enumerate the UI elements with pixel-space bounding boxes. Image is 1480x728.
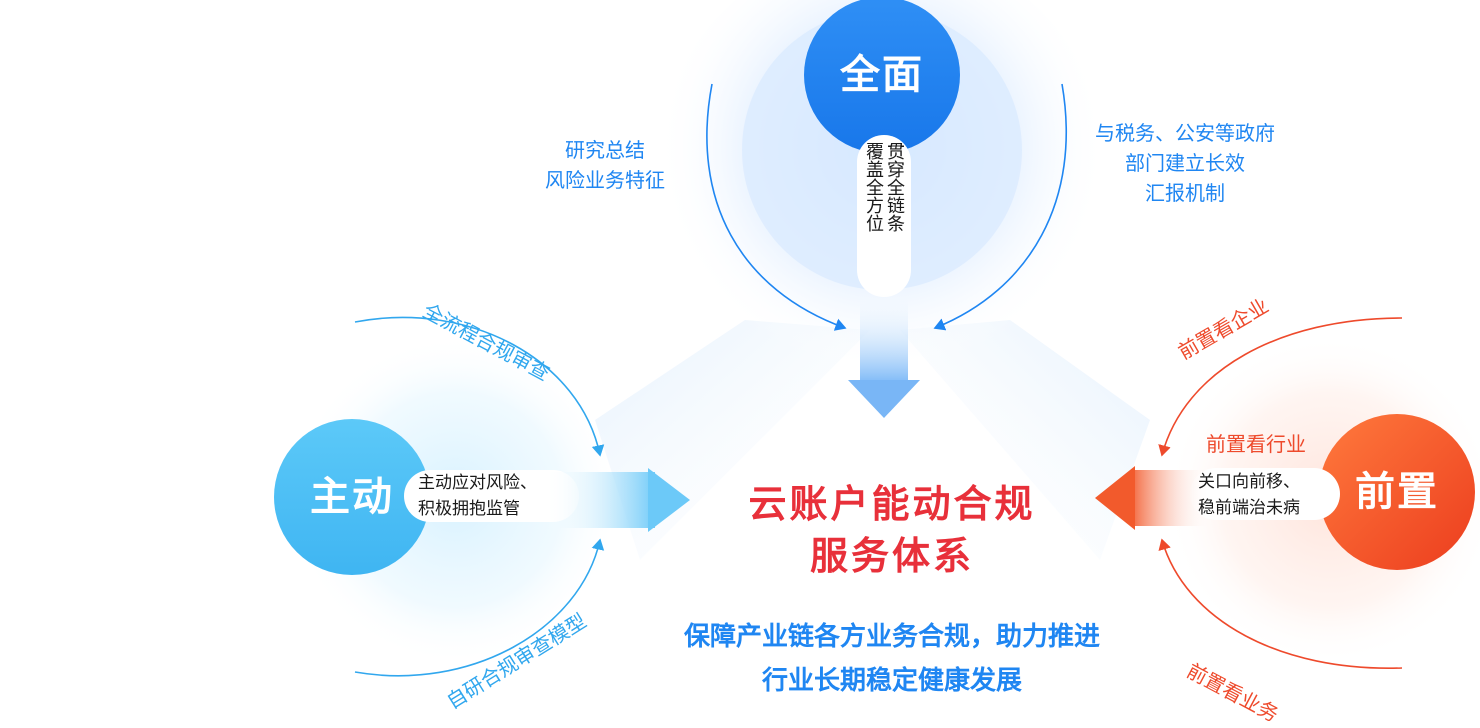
left-node-title: 主动 [310, 474, 394, 520]
left-pill-line2: 积极拥抱监管 [418, 499, 520, 519]
center-subtitle: 保障产业链各方业务合规，助力推进 行业长期稳定健康发展 [640, 615, 1144, 703]
right-circle [1319, 414, 1475, 570]
top-right-arc [933, 83, 1067, 331]
right-pill-line1: 关口向前移、 [1198, 472, 1300, 492]
top-left-note: 研究总结 风险业务特征 [515, 135, 695, 195]
top-right-note-line3: 汇报机制 [1145, 181, 1225, 205]
left-bottom-arc [354, 538, 605, 677]
left-top-arc [354, 316, 605, 457]
top-left-arc [706, 83, 847, 331]
top-beam [860, 290, 908, 382]
left-pill-line1: 主动应对风险、 [418, 473, 537, 493]
center-title-line1: 云账户能动合规 [748, 482, 1036, 526]
top-pill-text: 贯穿全链条 覆盖全方位 [862, 142, 906, 292]
center-title: 云账户能动合规 服务体系 [692, 478, 1092, 582]
top-left-note-line1: 研究总结 [565, 138, 645, 162]
right-arrowhead [1095, 466, 1135, 530]
top-left-note-line2: 风险业务特征 [545, 168, 665, 192]
center-subtitle-line2: 行业长期稳定健康发展 [761, 666, 1022, 696]
right-pill-line2: 稳前端治未病 [1198, 498, 1300, 518]
right-bottom-arc [1158, 538, 1403, 669]
right-beam [1130, 470, 1210, 526]
right-pill [1190, 468, 1340, 520]
top-node-title: 全面 [840, 52, 924, 98]
top-right-note: 与税务、公安等政府 部门建立长效 汇报机制 [1070, 118, 1300, 208]
top-circle [804, 0, 960, 153]
left-arrowhead [648, 468, 690, 532]
right-side-label: 前置看行业 [1206, 432, 1306, 456]
left-beam [545, 472, 655, 528]
top-pill [857, 135, 911, 297]
right-top-arc [1158, 317, 1403, 457]
top-pill-col1: 覆盖全方位 [863, 142, 884, 232]
left-circle [274, 419, 430, 575]
left-pill-text: 主动应对风险、 积极拥抱监管 [418, 470, 578, 522]
center-title-line2: 服务体系 [809, 534, 974, 578]
top-right-note-line2: 部门建立长效 [1125, 151, 1245, 175]
top-pill-col2: 贯穿全链条 [884, 142, 905, 232]
right-pill-text: 关口向前移、 稳前端治未病 [1198, 469, 1338, 521]
right-node-title: 前置 [1355, 469, 1439, 515]
top-arrowhead [848, 380, 920, 418]
center-subtitle-line1: 保障产业链各方业务合规，助力推进 [683, 622, 1100, 652]
top-right-note-line1: 与税务、公安等政府 [1095, 121, 1275, 145]
left-pill [404, 470, 579, 522]
